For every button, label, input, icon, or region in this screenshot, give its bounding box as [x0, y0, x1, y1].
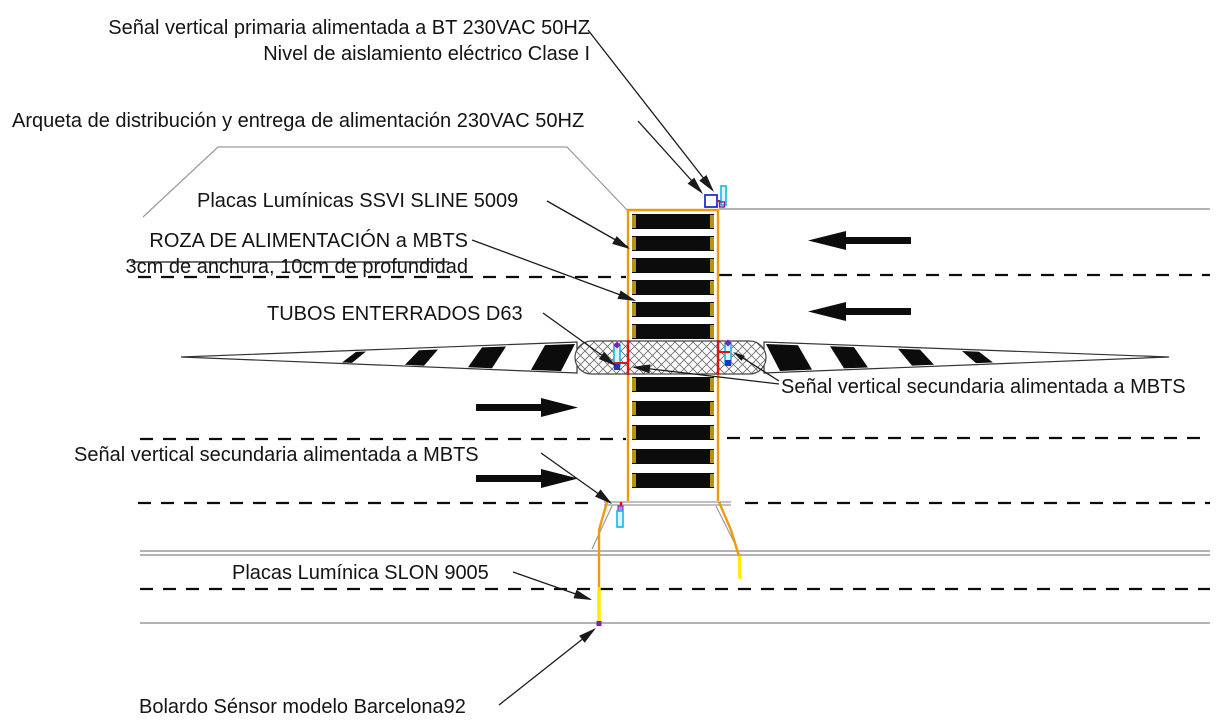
- leader-lines: [471, 29, 780, 706]
- stripe-luminous-plate: [710, 237, 714, 250]
- stripe-luminous-plate: [710, 426, 714, 439]
- zebra-stripe: [632, 324, 714, 339]
- stripe-luminous-plate: [710, 325, 714, 338]
- traffic-arrow-left-2: [808, 302, 911, 321]
- label-roza: ROZA DE ALIMENTACIÓN a MBTS 3cm de anchu…: [90, 228, 468, 280]
- label-arqueta: Arqueta de distribución y entrega de ali…: [12, 110, 585, 132]
- stripe-luminous-plate: [632, 215, 636, 228]
- stripe-luminous-plate: [632, 378, 636, 391]
- zebra-stripe: [632, 236, 714, 251]
- stripe-luminous-plate: [710, 450, 714, 463]
- label-bolardo: Bolardo Sénsor modelo Barcelona92: [139, 696, 466, 718]
- stripe-luminous-plate: [632, 237, 636, 250]
- zebra-stripe: [632, 214, 714, 229]
- stripe-luminous-plate: [710, 378, 714, 391]
- label-roza-line2: 3cm de anchura, 10cm de profundidad: [125, 256, 468, 278]
- sidewalk-outline: [142, 146, 629, 218]
- stripe-luminous-plate: [632, 325, 636, 338]
- crossing-flare-legs: [591, 501, 742, 626]
- zebra-stripe: [632, 280, 714, 295]
- label-primary-signal: Señal vertical primaria alimentada a BT …: [58, 15, 590, 67]
- road-lane-markings: [131, 208, 1210, 624]
- label-roza-line1: ROZA DE ALIMENTACIÓN a MBTS: [149, 230, 468, 252]
- stripe-luminous-plate: [632, 426, 636, 439]
- label-secondary-signal-left: Señal vertical secundaria alimentada a M…: [74, 444, 479, 466]
- label-placas-slon: Placas Lumínica SLON 9005: [232, 562, 489, 584]
- stripe-luminous-plate: [710, 259, 714, 272]
- crossing-stripes: [632, 214, 714, 488]
- secondary-signal-post-bottom: [616, 502, 624, 528]
- bolardo-sensor-dot: [596, 621, 602, 626]
- label-placas-ssvi: Placas Lumínicas SSVI SLINE 5009: [197, 190, 519, 212]
- label-primary-signal-line1: Señal vertical primaria alimentada a BT …: [108, 17, 590, 39]
- stripe-luminous-plate: [632, 259, 636, 272]
- traffic-arrow-left-1: [808, 231, 911, 250]
- zebra-stripe: [632, 473, 714, 488]
- zebra-stripe: [632, 258, 714, 273]
- label-primary-signal-line2: Nivel de aislamiento eléctrico Clase I: [263, 43, 590, 65]
- stripe-luminous-plate: [710, 474, 714, 487]
- secondary-signal-post-band-left: [613, 341, 629, 370]
- wedge-left: [180, 341, 578, 374]
- stripe-luminous-plate: [632, 281, 636, 294]
- stripe-luminous-plate: [632, 474, 636, 487]
- zebra-stripe: [632, 377, 714, 392]
- arqueta-symbol: [704, 194, 718, 208]
- secondary-signal-post-band-right: [717, 339, 732, 366]
- zebra-stripe: [632, 425, 714, 440]
- stripe-luminous-plate: [632, 303, 636, 316]
- traffic-arrow-right-2: [476, 469, 578, 488]
- traffic-arrow-right-1: [476, 398, 578, 417]
- installation-symbols: [613, 185, 732, 528]
- traffic-arrows: [476, 231, 911, 488]
- wedge-right: [763, 341, 1170, 374]
- zebra-stripe: [632, 302, 714, 317]
- stripe-luminous-plate: [710, 281, 714, 294]
- stripe-luminous-plate: [710, 215, 714, 228]
- stripe-luminous-plate: [710, 303, 714, 316]
- zebra-stripe: [632, 449, 714, 464]
- buried-tubes-band: [574, 340, 767, 375]
- label-tubos: TUBOS ENTERRADOS D63: [267, 303, 523, 325]
- stripe-luminous-plate: [710, 402, 714, 415]
- stripe-luminous-plate: [632, 402, 636, 415]
- flare-leg-right: [717, 501, 741, 557]
- primary-signal-post-icon: [720, 185, 727, 206]
- label-secondary-signal-right: Señal vertical secundaria alimentada a M…: [781, 376, 1186, 398]
- zebra-stripe: [632, 401, 714, 416]
- stripe-luminous-plate: [632, 450, 636, 463]
- luminous-plate-right-leg: [737, 555, 742, 580]
